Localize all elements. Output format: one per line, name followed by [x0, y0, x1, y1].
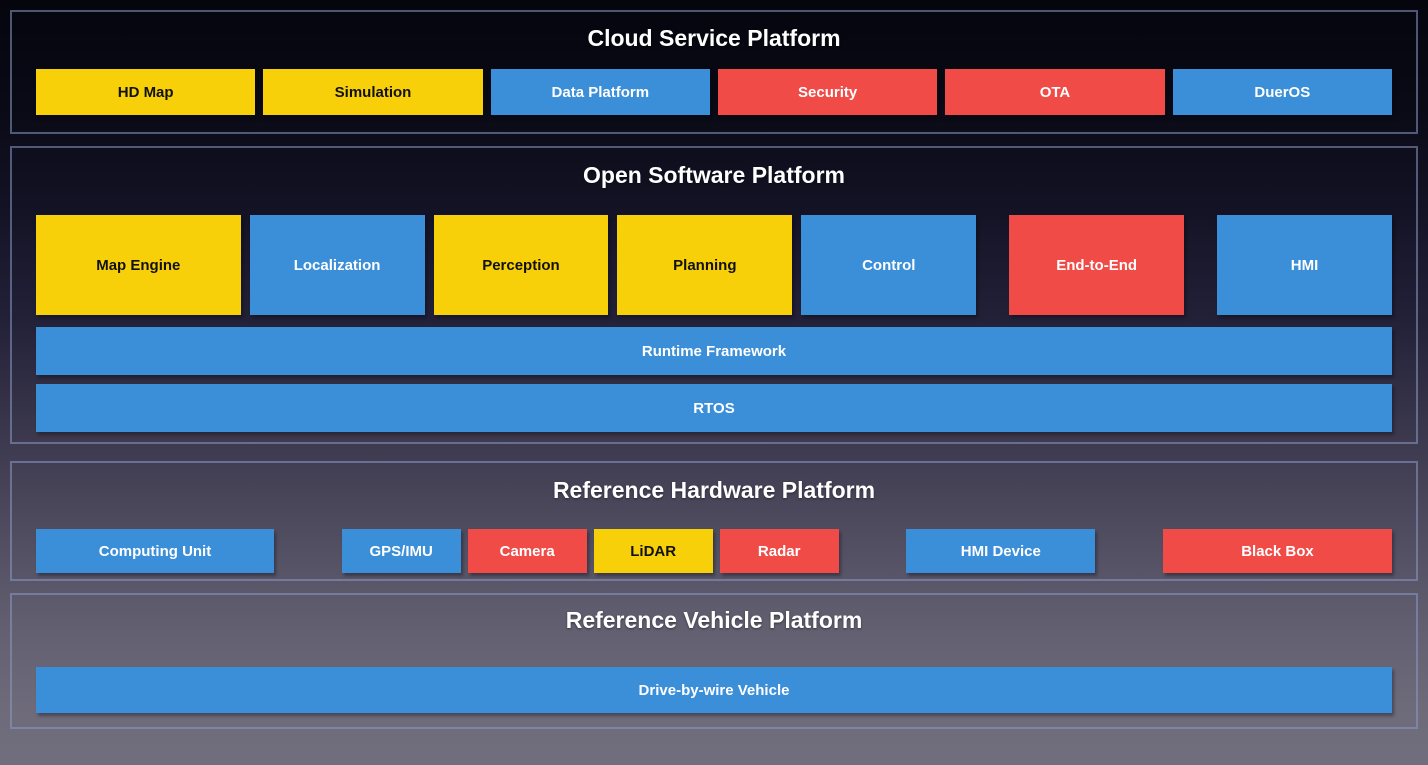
box-rtos: RTOS	[36, 384, 1392, 432]
reference-vehicle-platform-section: Reference Vehicle Platform Drive-by-wire…	[10, 593, 1418, 729]
box-perception: Perception	[433, 215, 609, 315]
box-computing-unit: Computing Unit	[36, 529, 274, 573]
hardware-section-title: Reference Hardware Platform	[552, 477, 876, 503]
box-security: Security	[717, 69, 938, 115]
box-map-engine: Map Engine	[36, 215, 241, 315]
software-section-title: Open Software Platform	[583, 162, 845, 188]
box-data-platform: Data Platform	[490, 69, 710, 115]
box-localization: Localization	[249, 215, 425, 315]
box-drive-by-wire-vehicle: Drive-by-wire Vehicle	[36, 667, 1392, 713]
box-control: Control	[801, 215, 977, 315]
box-hmi-device: HMI Device	[906, 529, 1096, 573]
cloud-section-title: Cloud Service Platform	[587, 25, 841, 51]
box-black-box: Black Box	[1162, 529, 1392, 573]
box-dueros: DuerOS	[1172, 69, 1392, 115]
vehicle-section-title: Reference Vehicle Platform	[565, 607, 863, 633]
box-gps-imu: GPS/IMU	[341, 529, 461, 573]
hardware-devices-row: Computing Unit GPS/IMU Camera LiDAR Rada…	[36, 529, 1392, 573]
software-modules-row: Map Engine Localization Perception Plann…	[36, 215, 1392, 315]
box-ota: OTA	[945, 69, 1165, 115]
box-simulation: Simulation	[263, 69, 483, 115]
box-lidar: LiDAR	[593, 529, 713, 573]
box-radar: Radar	[719, 529, 839, 573]
box-runtime-framework: Runtime Framework	[36, 327, 1392, 375]
box-hmi: HMI	[1217, 215, 1392, 315]
open-software-platform-section: Open Software Platform Map Engine Locali…	[10, 146, 1418, 444]
box-end-to-end: End-to-End	[1009, 215, 1185, 315]
cloud-service-platform-section: Cloud Service Platform HD Map Simulation…	[10, 10, 1418, 134]
sensor-group: GPS/IMU Camera LiDAR Radar	[341, 529, 839, 573]
cloud-services-row: HD Map Simulation Data Platform Security…	[36, 69, 1392, 115]
box-planning: Planning	[617, 215, 793, 315]
box-camera: Camera	[467, 529, 587, 573]
reference-hardware-platform-section: Reference Hardware Platform Computing Un…	[10, 461, 1418, 581]
box-hd-map: HD Map	[36, 69, 256, 115]
